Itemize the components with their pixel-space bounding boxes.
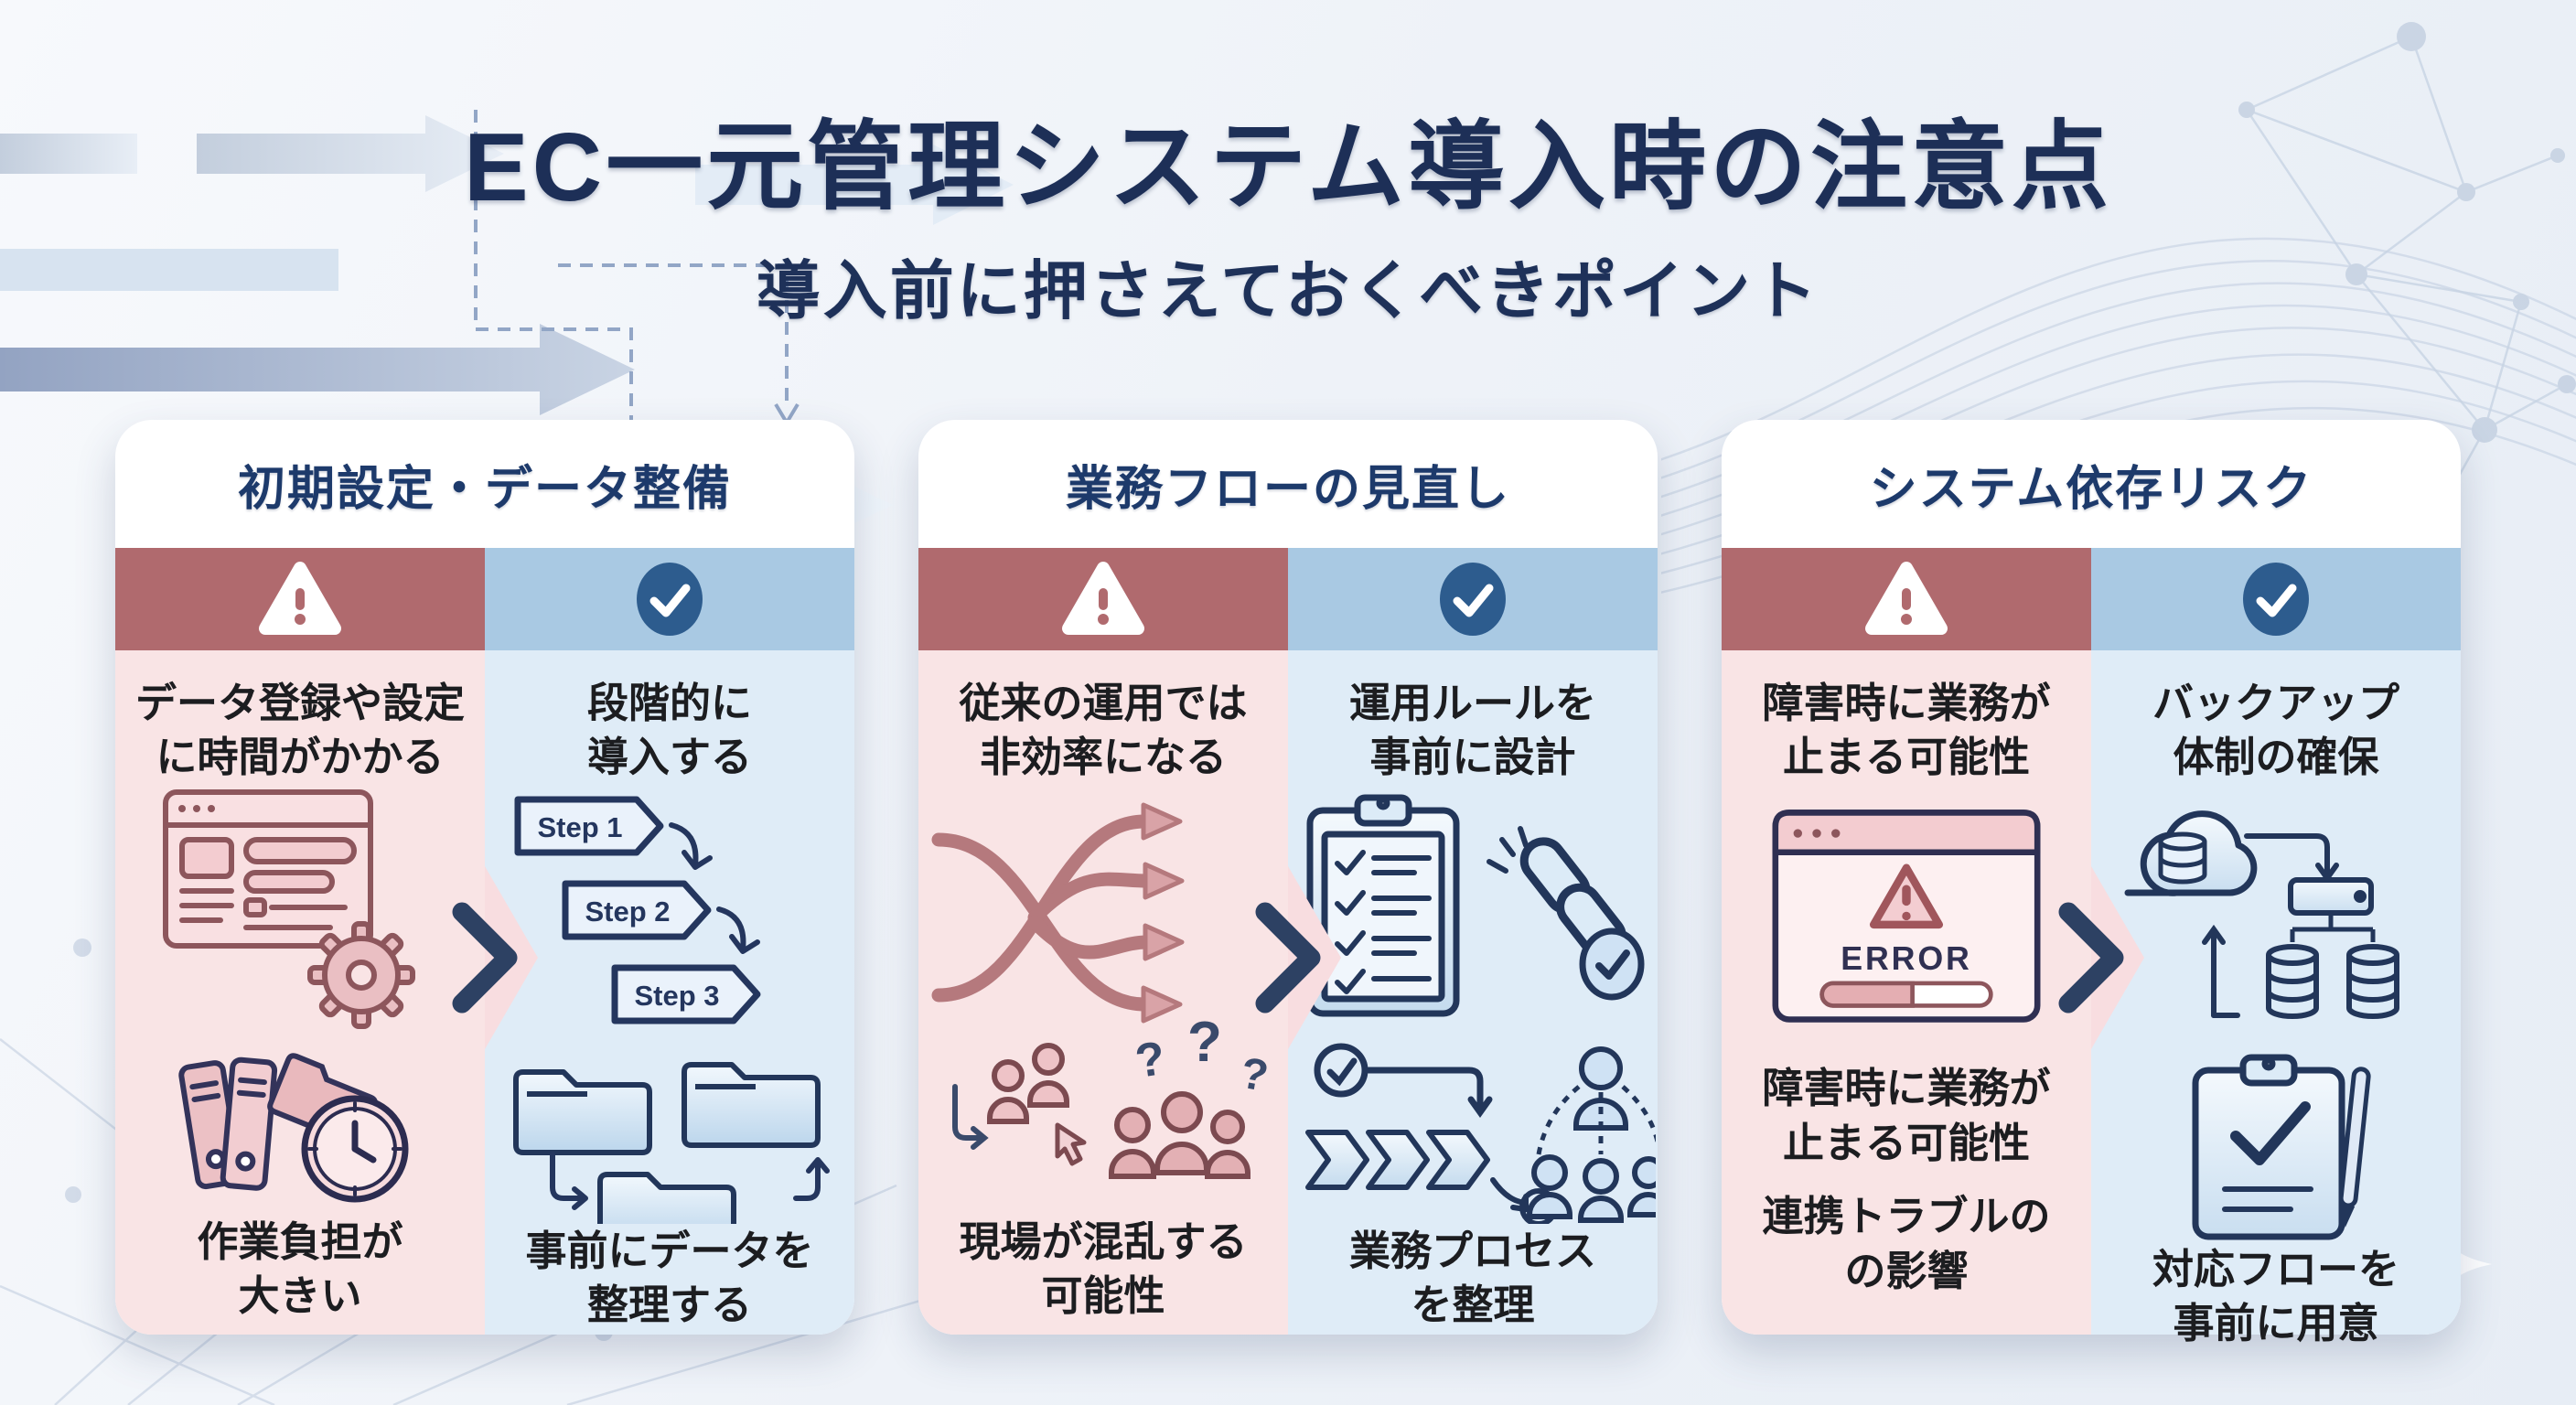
solution-content: 段階的に 導入する Step 1 Step 2 Step 3 [485,650,854,1335]
warning-band [115,548,485,650]
warning-icon [1062,562,1144,635]
ok-band [2091,548,2461,650]
card-title: システム依存リスク [1869,462,2313,516]
svg-text:Step 3: Step 3 [634,980,719,1012]
solution-bottom-text: 事前にデータを 整理する [525,1227,814,1329]
chevron-separator [1255,866,1341,1049]
ok-band [1288,548,1658,650]
solution-bottom-text: 対応フローを 事前に用意 [2152,1245,2399,1347]
card-title: 初期設定・データ整備 [237,462,732,516]
risk-content: 従来の運用では 非効率になる [918,650,1288,1335]
page-title: EC一元管理システム導入時の注意点 [463,113,2113,221]
solution-content: バックアップ 体制の確保 [2091,650,2461,1346]
card-workflow-review: 業務フローの見直し 従来の運用では 非効率になる [918,420,1658,1335]
svg-text:Step 1: Step 1 [537,811,622,843]
step-sequence-folders-icon: Step 1 Step 2 Step 3 [505,785,834,1224]
card-title: 業務フローの見直し [1065,462,1510,516]
risk-column: 従来の運用では 非効率になる [918,548,1288,1335]
svg-text:?: ? [1187,1011,1222,1074]
risk-top-text: 従来の運用では 非効率になる [959,680,1248,781]
risk-column: データ登録や設定 に時間がかかる [115,548,485,1335]
warning-band [918,548,1288,650]
tangled-arrows-confused-people-icon: ? ? ? [920,785,1286,1215]
solution-column: 段階的に 導入する Step 1 Step 2 Step 3 [485,548,854,1335]
checklist-chain-process-people-icon [1290,785,1656,1224]
card-body: データ登録や設定 に時間がかかる [115,548,854,1335]
svg-text:?: ? [1132,1032,1169,1089]
solution-column: バックアップ 体制の確保 [2091,548,2461,1346]
solution-bottom-text: 業務プロセス を整理 [1348,1227,1596,1329]
svg-text:ERROR: ERROR [1841,940,1971,977]
risk-bottom-text: 現場が混乱する 可能性 [959,1217,1248,1320]
solution-top-text: 運用ルールを 事前に設計 [1348,680,1596,781]
check-icon [637,563,703,636]
warning-icon [1865,562,1948,635]
page-subtitle: 導入前に押さえておくべきポイント [756,255,1820,327]
risk-bottom-text: 連携トラブルの の影響 [1762,1193,2051,1294]
card-initial-setup: 初期設定・データ整備 データ登録や設定 に時間がかかる [115,420,854,1335]
card-body: 障害時に業務が 止まる可能性 [1722,548,2461,1346]
risk-column: 障害時に業務が 止まる可能性 [1722,548,2091,1335]
ok-band [485,548,854,650]
check-icon [1440,563,1506,636]
warning-band [1722,548,2091,650]
warning-icon [259,562,341,635]
solution-content: 運用ルールを 事前に設計 [1288,650,1658,1335]
svg-text:Step 2: Step 2 [585,896,670,928]
solution-column: 運用ルールを 事前に設計 [1288,548,1658,1335]
risk-top-text: データ登録や設定 に時間がかかる [134,680,465,781]
solution-top-text: 段階的に 導入する [586,680,752,781]
chevron-separator [452,866,538,1049]
risk-bottom-text: 作業負担が 大きい [197,1217,403,1320]
risk-mid-text: 障害時に業務が 止まる可能性 [1762,1065,2051,1166]
risk-content: 障害時に業務が 止まる可能性 [1722,650,2091,1335]
chevron-separator [2058,866,2144,1049]
solution-top-text: バックアップ 体制の確保 [2152,680,2399,781]
cloud-backup-clipboard-icon [2093,785,2459,1242]
risk-top-text: 障害時に業務が 止まる可能性 [1762,680,2051,781]
cards-row: 初期設定・データ整備 データ登録や設定 に時間がかかる [115,420,2461,1346]
error-window-icon: ERROR [1751,804,2062,1042]
risk-content: データ登録や設定 に時間がかかる [115,650,485,1335]
browser-gear-binders-clock-icon [149,785,451,1215]
check-icon [2243,563,2309,636]
card-body: 従来の運用では 非効率になる [918,548,1658,1335]
card-system-dependency-risk: システム依存リスク 障害時に業務が 止まる可能性 [1722,420,2461,1346]
